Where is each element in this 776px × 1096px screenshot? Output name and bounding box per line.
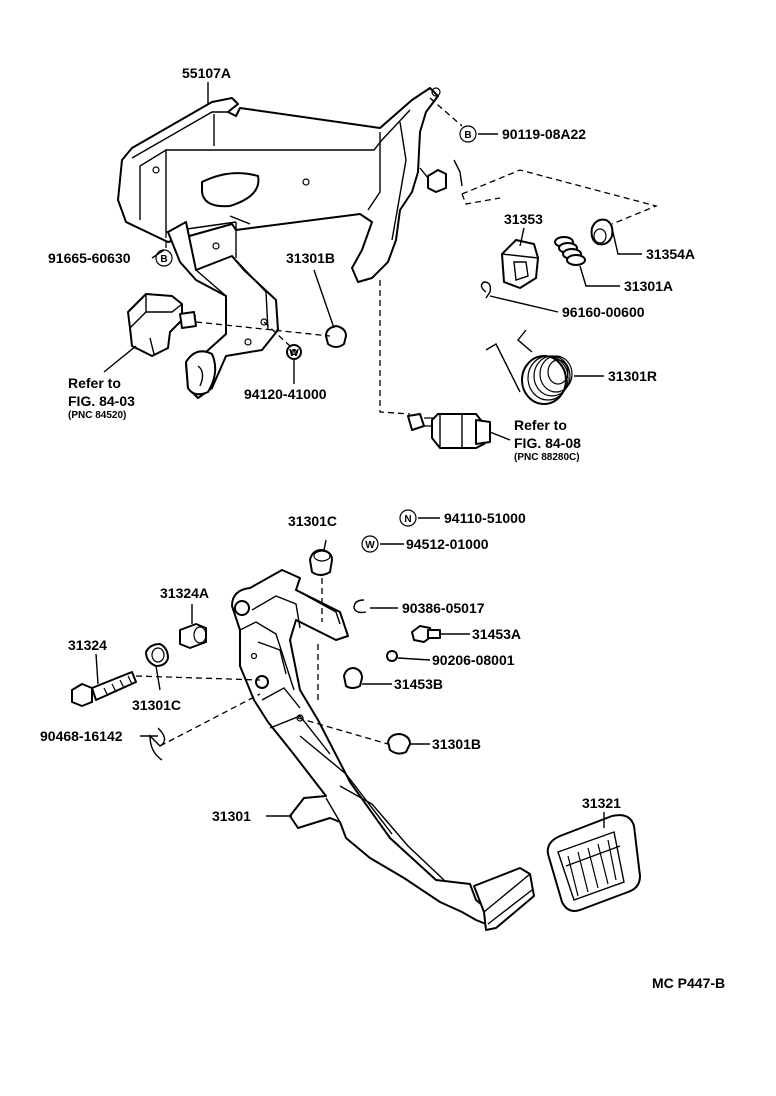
symbol-w-label: W	[365, 540, 375, 551]
label-31353: 31353	[504, 211, 543, 227]
pedal-switch-right	[407, 413, 491, 449]
reference-left-fig: FIG. 84-03	[68, 393, 135, 409]
upper-small-parts	[286, 218, 614, 405]
label-31321: 31321	[582, 795, 621, 811]
stop-light-switch	[127, 293, 197, 357]
label-94120-41000: 94120-41000	[244, 386, 327, 402]
reference-right: Refer to FIG. 84-08 (PNC 88280C)	[489, 417, 581, 463]
reference-left-refer: Refer to	[68, 375, 121, 391]
upper-assembly-lines	[165, 97, 659, 415]
reference-left-pnc: (PNC 84520)	[68, 410, 126, 421]
pedal-pad-31321	[546, 814, 641, 912]
label-31354a: 31354A	[646, 246, 695, 262]
symbol-b-label: B	[160, 254, 167, 265]
label-94110-51000: 94110-51000	[444, 510, 526, 526]
label-31301r: 31301R	[608, 368, 657, 384]
symbol-b-90119: B	[459, 125, 477, 143]
diagram-code: MC P447-B	[652, 975, 725, 991]
brake-pedal-arm	[231, 569, 535, 931]
reference-right-fig: FIG. 84-08	[514, 435, 581, 451]
label-31324: 31324	[68, 637, 107, 653]
label-31301b-bottom: 31301B	[432, 736, 481, 752]
label-90119-08a22: 90119-08A22	[502, 126, 586, 142]
lower-small-parts	[71, 549, 441, 761]
symbol-w-94512: W	[361, 535, 379, 553]
label-96160-00600: 96160-00600	[562, 304, 645, 320]
label-94512-01000: 94512-01000	[406, 536, 489, 552]
label-90468-16142: 90468-16142	[40, 728, 123, 744]
pedal-bracket	[117, 87, 463, 399]
spring-31301a	[554, 236, 586, 266]
label-31301c-bottom: 31301C	[132, 697, 181, 713]
reference-right-refer: Refer to	[514, 417, 567, 433]
part-labels: 55107A 90119-08A22 31353 31354A 91665-60…	[40, 65, 695, 824]
label-31301a: 31301A	[624, 278, 673, 294]
torsion-spring-31301r	[485, 329, 573, 405]
symbol-w-94120: W	[289, 348, 299, 359]
label-31301c-top: 31301C	[288, 513, 337, 529]
label-55107a: 55107A	[182, 65, 231, 81]
label-91665-60630: 91665-60630	[48, 250, 131, 266]
symbol-w-label: W	[289, 348, 299, 359]
label-31453a: 31453A	[472, 626, 521, 642]
lower-assembly-lines	[135, 578, 389, 747]
reference-left: Refer to FIG. 84-03 (PNC 84520)	[68, 345, 137, 421]
label-31453b: 31453B	[394, 676, 443, 692]
label-31324a: 31324A	[160, 585, 209, 601]
label-31301: 31301	[212, 808, 251, 824]
leader-lines	[95, 82, 642, 828]
reference-right-pnc: (PNC 88280C)	[514, 452, 580, 463]
label-31301b-top: 31301B	[286, 250, 335, 266]
label-90386-05017: 90386-05017	[402, 600, 485, 616]
symbol-n-94110: N	[399, 509, 417, 527]
symbol-n-label: N	[404, 514, 411, 525]
symbol-b-91665: B	[155, 249, 173, 267]
label-90206-08001: 90206-08001	[432, 652, 515, 668]
symbol-b-label: B	[464, 130, 471, 141]
